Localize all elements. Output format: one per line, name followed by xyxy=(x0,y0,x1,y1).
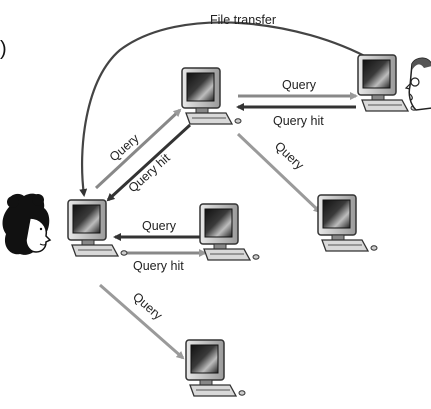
computer-icon xyxy=(357,54,418,112)
query-label-center-down: Query xyxy=(272,139,307,173)
query-hit-arrow-left-up xyxy=(106,123,192,202)
query-label-left-up: Query xyxy=(107,131,142,164)
computer-icon xyxy=(67,199,128,257)
woman-head-icon xyxy=(2,193,52,255)
file-transfer-label: File transfer xyxy=(210,13,276,27)
computer-icon xyxy=(185,339,246,397)
query-hit-label-left-up: Query hit xyxy=(126,151,173,196)
query-label-middle: Query xyxy=(142,219,177,233)
query-arrow-left-up xyxy=(94,108,182,190)
query-arrow-center-down xyxy=(236,132,322,214)
man-head-icon xyxy=(404,57,431,111)
computer-icon xyxy=(199,203,260,261)
computer-icon xyxy=(181,67,242,125)
file-transfer-arrow xyxy=(79,21,373,197)
query-arrow-bottom xyxy=(99,283,185,360)
query-label-top-right: Query xyxy=(282,78,317,92)
query-hit-label-top-right: Query hit xyxy=(273,114,324,128)
query-hit-label-middle: Query hit xyxy=(133,259,184,273)
computer-icon xyxy=(317,194,378,252)
corner-mark: ) xyxy=(0,38,7,60)
